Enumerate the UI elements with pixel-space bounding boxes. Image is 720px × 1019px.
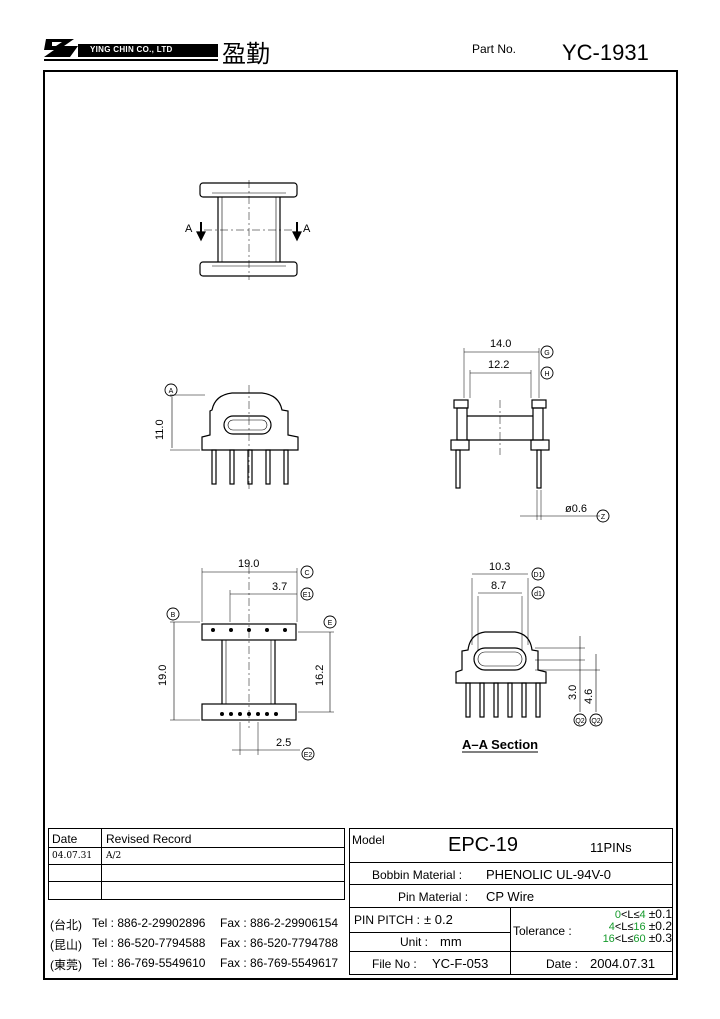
tolerance-label: Tolerance : [513,924,572,938]
callout-g: G [544,350,549,357]
model-label: Model [352,833,385,847]
tolerance-range-hi: 4 [639,909,646,921]
logo-banner: YING CHIN CO., LTD [78,44,218,57]
part-no-label: Part No. [472,42,517,56]
contact-place: (東莞) [50,958,82,972]
callout-b: B [171,612,176,619]
tolerance-range-lo: 16 [602,933,615,945]
callout-c: C [304,570,309,577]
dim-e1: 3.7 [272,581,287,593]
callout-q2: Q2 [575,718,584,725]
top-view [196,180,302,280]
contact-row: (東莞) Tel : 86-769-5549610 Fax : 86-769-5… [50,956,345,976]
dim-d1b: 8.7 [491,580,506,592]
tolerance-range-lo: 0 [614,909,621,921]
callout-Q2: Q2 [591,718,600,725]
file-no-label: File No : [372,957,417,971]
section-view [455,573,600,753]
dim-b: 19.0 [157,665,169,686]
contact-place: (昆山) [50,938,82,952]
revision-record-header: Revised Record [106,832,192,846]
contact-row: (昆山) Tel : 86-520-7794588 Fax : 86-520-7… [50,936,345,956]
callout-d1: d1 [534,591,542,598]
dim-e2: 2.5 [276,737,291,749]
unit-value: mm [440,934,462,949]
pin-material-value: CP Wire [486,889,535,904]
dim-z: ø0.6 [565,503,587,515]
bottom-pin-dots [211,628,287,716]
contact-list: (台北) Tel : 886-2-29902896 Fax : 886-2-29… [50,916,345,976]
date-label: Date : [546,957,579,971]
callout-circles [164,345,610,761]
technical-drawing: A A 14.0 12.2 ø0.6 11.0 19.0 3.7 19.0 16… [154,180,610,761]
dim-d1: 10.3 [489,561,510,573]
dim-c: 19.0 [238,558,259,570]
revision-table: Date Revised Record 04.07.31 A/2 [48,828,345,900]
tolerance-range-hi: 16 [633,921,646,933]
tolerance-row: 0<L≤4 ±0.1 [614,907,672,921]
revision-date: 04.07.31 [52,851,93,861]
section-marker-left: A [185,223,193,235]
dim-g: 14.0 [490,338,511,350]
bottom-view [170,566,334,755]
part-no-value: YC-1931 [562,40,649,65]
file-no-value: YC-F-053 [432,956,489,971]
contact-fax: Fax : 886-2-29906154 [220,916,339,930]
dim-q2b: 4.6 [583,689,595,704]
logo-text: YING CHIN CO., LTD [90,45,173,54]
callout-e1: E1 [303,592,312,599]
revision-date-header: Date [52,832,78,846]
contact-fax: Fax : 86-769-5549617 [220,956,339,970]
logo-mark-icon [44,39,78,57]
tolerance-value: ±0.1 [648,907,672,921]
dim-h: 12.2 [488,359,509,371]
company-chinese-name: 盈勤 [222,40,270,68]
front-view [170,385,299,490]
tolerance-row: 16<L≤60 ±0.3 [602,931,672,945]
drawing-frame [43,70,678,980]
company-logo [44,36,78,60]
bobbin-material-value: PHENOLIC UL-94V-0 [486,867,611,882]
callout-z: Z [601,514,606,521]
model-value: EPC-19 [448,834,519,856]
callout-e: E [328,620,333,627]
contact-row: (台北) Tel : 886-2-29902896 Fax : 886-2-29… [50,916,345,936]
pin-material-label: Pin Material : [398,890,469,904]
tolerance-value: ±0.2 [648,919,672,933]
contact-place: (台北) [50,918,82,932]
section-caption: A–A Section [462,737,538,752]
dim-q2: 3.0 [567,685,579,700]
tolerance-row: 4<L≤16 ±0.2 [608,919,672,933]
spec-table: Model EPC-19 11PINs Bobbin Material : PH… [349,828,673,975]
tolerance-table: 0<L≤4 ±0.1 4<L≤16 ±0.2 16<L≤60 ±0.3 [578,907,672,945]
tolerance-range-lo: 4 [608,921,615,933]
contact-tel: Tel : 886-2-29902896 [92,916,206,930]
front-pins [211,449,289,485]
contact-fax: Fax : 86-520-7794788 [220,936,339,950]
callout-D1: D1 [534,572,543,579]
pin-count: 11PINs [590,840,632,855]
tolerance-value: ±0.3 [648,931,672,945]
dim-e: 16.2 [314,665,326,686]
bobbin-material-label: Bobbin Material : [372,868,463,882]
tolerance-range-hi: 60 [633,933,646,945]
logo-underline [44,59,218,61]
callout-h: H [544,371,549,378]
revision-record: A/2 [106,851,122,861]
section-marker-right: A [303,223,311,235]
callout-a: A [169,388,174,395]
contact-tel: Tel : 86-520-7794588 [92,936,206,950]
pin-pitch-label: PIN PITCH : [354,913,421,927]
date-value: 2004.07.31 [590,956,656,971]
pin-pitch-value: ± 0.2 [424,912,453,927]
dim-a: 11.0 [154,419,166,440]
callout-e2: E2 [304,752,313,759]
contact-tel: Tel : 86-769-5549610 [92,956,206,970]
section-pins [465,682,541,718]
unit-label: Unit : [400,935,429,949]
side-view [450,348,600,520]
